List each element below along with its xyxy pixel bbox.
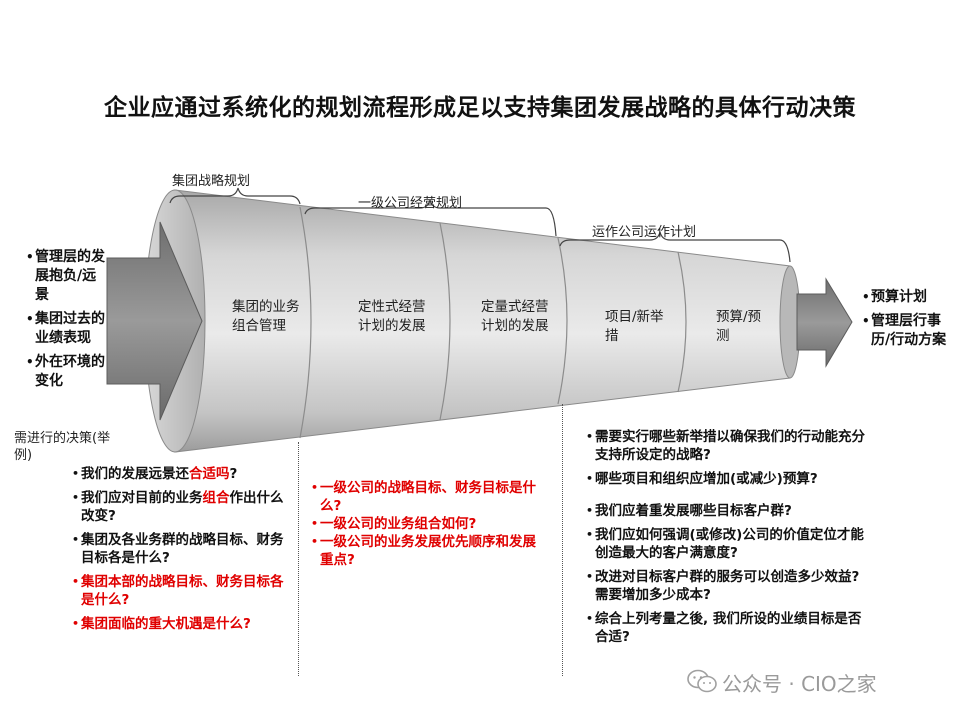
segment-label: 集团的业务组合管理 xyxy=(232,299,300,334)
group-question-list: 我们的发展远景还合适吗? 我们应对目前的业务组合作出什么改变? 集团及各业务群的… xyxy=(72,465,290,639)
question-item: 哪些项目和组织应增加(或减少)预算? xyxy=(586,470,871,488)
segment-divider xyxy=(439,222,451,421)
column-divider xyxy=(298,442,299,676)
question-item: 集团面临的重大机遇是什么? xyxy=(72,615,290,633)
watermark-text: 公众号 · CIO之家 xyxy=(722,672,877,696)
output-item: 管理层行事历/行动方案 xyxy=(862,312,952,350)
brace-group-strategy xyxy=(169,187,301,205)
phase-label-group-strategy: 集团战略规划 xyxy=(172,174,251,189)
phase-label-tier1-business: 一级公司经营规划 xyxy=(358,196,463,211)
ops-question-list: 需要实行哪些新举措以确保我们的行动能充分支持所设定的战略? 哪些项目和组织应增加… xyxy=(586,428,871,652)
decision-label: 需进行的决策(举例) xyxy=(14,431,111,463)
question-item: 我们应着重发展哪些目标客户群? xyxy=(586,502,871,520)
question-item: 一级公司的业务发展优先顺序和发展重点? xyxy=(311,533,539,569)
question-item: 我们应如何强调(或修改)公司的价值定位才能创造最大的客户满意度? xyxy=(586,526,871,562)
output-arrow xyxy=(796,277,853,368)
question-item: 改进对目标客户群的服务可以创造多少效益? 需要增加多少成本? xyxy=(586,568,871,604)
phase-label-ops-plan: 运作公司运作计划 xyxy=(592,225,697,240)
segment-label: 项目/新举措 xyxy=(605,309,664,344)
page-title: 企业应通过系统化的规划流程形成足以支持集团发展战略的具体行动决策 xyxy=(104,95,856,121)
input-list: 管理层的发展抱负/远景 集团过去的业绩表现 外在环境的变化 xyxy=(26,248,106,396)
brace-tier1-business xyxy=(304,199,557,237)
segment-label: 定性式经营计划的发展 xyxy=(358,299,426,334)
segment-divider xyxy=(299,206,312,439)
question-item: 需要实行哪些新举措以确保我们的行动能充分支持所设定的战略? xyxy=(586,428,871,464)
segment-label: 定量式经营计划的发展 xyxy=(481,299,549,334)
output-item: 预算计划 xyxy=(862,288,952,307)
question-item: 我们应对目前的业务组合作出什么改变? xyxy=(72,489,290,525)
wechat-icon xyxy=(687,669,717,693)
question-item: 集团本部的战略目标、财务目标各是什么? xyxy=(72,573,290,609)
input-item: 集团过去的业绩表现 xyxy=(26,310,106,348)
brace-ops-plan xyxy=(559,231,791,263)
segment-divider xyxy=(557,237,568,405)
segment-label: 预算/预测 xyxy=(716,309,762,344)
input-item: 外在环境的变化 xyxy=(26,353,106,391)
question-item: 集团及各业务群的战略目标、财务目标各是什么? xyxy=(72,531,290,567)
question-item: 一级公司的战略目标、财务目标是什么? xyxy=(311,479,539,515)
question-item: 一级公司的业务组合如何? xyxy=(311,515,539,533)
output-list: 预算计划 管理层行事历/行动方案 xyxy=(862,288,952,355)
question-item: 综合上列考量之後, 我们所设的业绩目标是否合适? xyxy=(586,610,871,646)
input-item: 管理层的发展抱负/远景 xyxy=(26,248,106,305)
segment-divider xyxy=(677,251,687,393)
question-item: 我们的发展远景还合适吗? xyxy=(72,465,290,483)
column-divider xyxy=(562,404,563,676)
input-arrow xyxy=(106,221,203,421)
tier1-question-list: 一级公司的战略目标、财务目标是什么? 一级公司的业务组合如何? 一级公司的业务发… xyxy=(311,479,539,569)
